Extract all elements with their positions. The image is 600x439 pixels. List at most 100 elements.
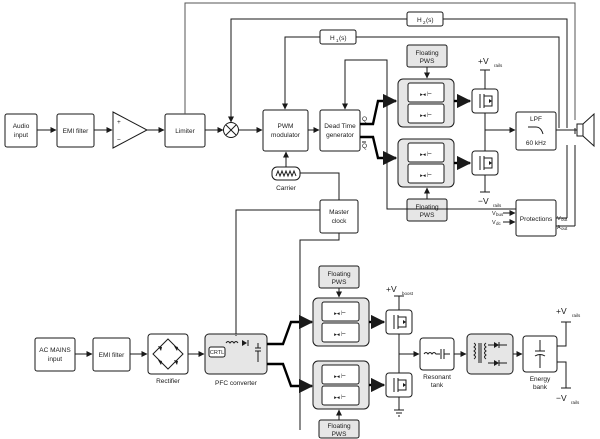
carrier-block: Carrier (271, 166, 301, 192)
emi-filter-bottom-block: EMI filter (92, 337, 131, 372)
plus-v-boost: +V (386, 284, 397, 294)
emi-filter-top-label: EMI filter (63, 128, 89, 135)
carrier-label: Carrier (276, 185, 297, 192)
svg-text:▸◂ ⊢: ▸◂ ⊢ (420, 91, 432, 98)
master-clock-label-1: Master (329, 209, 350, 216)
ac-mains-label-1: AC MAINS (39, 347, 71, 354)
svg-text:A: A (557, 225, 561, 231)
svg-text:out: out (561, 217, 568, 222)
svg-text:2: 2 (423, 20, 426, 25)
boost-upper-mosfet (385, 309, 413, 335)
ac-mains-label-2: input (48, 356, 62, 363)
transformer-block (466, 333, 514, 375)
dead-time-generator-block: Dead Time generator (319, 109, 361, 152)
upper-gate-driver: ▸◂ ⊢ ▸◂ ⊢ (397, 78, 455, 128)
pwm-modulator-label-1: PWM (278, 123, 294, 130)
energy-bank-block: Energy bank (522, 335, 558, 391)
svg-text:rails: rails (494, 63, 503, 68)
resonant-tank-label-2: tank (431, 382, 444, 389)
lpf-block: LPF 60 kHz (515, 111, 557, 151)
op-amp-plus: + (117, 119, 121, 126)
svg-text:Floating: Floating (415, 204, 439, 211)
svg-text:V: V (492, 211, 496, 217)
op-amp-symbol: + − (112, 111, 149, 149)
limiter-feedback (184, 2, 576, 120)
h1-block: H 1 (s) (319, 29, 357, 45)
floating-pws-top-2: Floating PWS (406, 198, 448, 222)
svg-text:▸◂ ⊢: ▸◂ ⊢ (420, 151, 432, 158)
svg-text:bus: bus (496, 212, 504, 217)
resonant-tank-label-1: Resonant (423, 374, 451, 381)
rectifier-block: Rectifier (147, 333, 189, 385)
floating-pws-top-1: Floating PWS (406, 44, 448, 68)
svg-text:out: out (561, 226, 568, 231)
op-amp-minus: − (117, 137, 121, 144)
svg-text:▸◂ ⊢: ▸◂ ⊢ (334, 331, 346, 338)
limiter-label: Limiter (175, 128, 195, 135)
svg-text:PWS: PWS (420, 58, 435, 65)
bottom-lower-gate-driver: ▸◂ ⊢ ▸◂ ⊢ (312, 360, 370, 410)
svg-text:Floating: Floating (327, 271, 351, 278)
emi-filter-bottom-label: EMI filter (99, 352, 125, 359)
master-clock-block: Master clock (319, 199, 359, 234)
pwm-modulator-label-2: modulator (271, 132, 301, 139)
svg-text:H: H (417, 17, 422, 24)
svg-text:dc: dc (496, 221, 502, 226)
dead-time-label-1: Dead Time (324, 123, 356, 130)
svg-text:▸◂ ⊢: ▸◂ ⊢ (334, 373, 346, 380)
summing-junction (223, 122, 239, 138)
svg-text:Floating: Floating (327, 423, 351, 430)
energy-bank-label-2: bank (533, 384, 548, 391)
svg-text:H: H (330, 35, 335, 42)
pfc-converter-block: CRTL PFC converter (204, 333, 268, 387)
dead-time-label-2: generator (326, 132, 355, 139)
lpf-freq-label: 60 kHz (526, 140, 546, 147)
h2-block: H 2 (s) (406, 11, 444, 27)
energy-bank-label-1: Energy (530, 376, 551, 383)
svg-text:PWS: PWS (332, 431, 347, 438)
svg-text:rails: rails (572, 313, 581, 318)
protections-label: Protections (520, 216, 553, 223)
svg-text:Floating: Floating (415, 50, 439, 57)
floating-pws-bottom-1: Floating PWS (318, 265, 360, 289)
limiter-block: Limiter (164, 113, 206, 148)
svg-text:rails: rails (493, 203, 502, 208)
ac-mains-input-block: AC MAINS input (34, 337, 76, 372)
svg-text:▸◂ ⊢: ▸◂ ⊢ (420, 112, 432, 119)
svg-text:V: V (557, 216, 561, 222)
svg-text:rails: rails (571, 400, 580, 405)
audio-input-label-1: Audio (13, 123, 30, 130)
svg-text:PWS: PWS (420, 212, 435, 219)
lower-mosfet (471, 150, 499, 176)
svg-text:PWS: PWS (332, 279, 347, 286)
rectifier-label: Rectifier (156, 378, 181, 385)
svg-text:▸◂ ⊢: ▸◂ ⊢ (420, 172, 432, 179)
svg-text:V: V (492, 220, 496, 226)
svg-text:(s): (s) (339, 35, 347, 42)
upper-mosfet (471, 88, 499, 114)
audio-input-label-2: input (14, 132, 28, 139)
protections-block: Protections (515, 199, 557, 237)
q-bar-label: Q (362, 143, 367, 150)
plus-v-rails-bottom: +V (556, 306, 567, 316)
speaker-icon (576, 112, 595, 148)
crtl-label: CRTL (210, 350, 224, 356)
boost-lower-mosfet (385, 372, 413, 398)
svg-text:1: 1 (336, 38, 339, 43)
q-label: Q (362, 116, 367, 123)
floating-pws-bottom-2: Floating PWS (318, 419, 360, 439)
master-clock-label-2: clock (332, 218, 348, 225)
svg-text:(s): (s) (426, 17, 434, 24)
minus-v-rails-bottom: −V (556, 393, 567, 403)
minus-v-rails-top: −V (478, 196, 489, 206)
resonant-tank-block: Resonant tank (419, 337, 455, 389)
emi-filter-top-block: EMI filter (56, 113, 95, 148)
lower-gate-driver: ▸◂ ⊢ ▸◂ ⊢ (397, 138, 455, 188)
audio-input-block: Audio input (4, 113, 38, 148)
lpf-label: LPF (530, 116, 542, 123)
plus-v-rails-top: +V (478, 56, 489, 66)
svg-text:▸◂ ⊢: ▸◂ ⊢ (334, 310, 346, 317)
bottom-upper-gate-driver: ▸◂ ⊢ ▸◂ ⊢ (312, 297, 370, 347)
pwm-modulator-block: PWM modulator (262, 109, 309, 152)
